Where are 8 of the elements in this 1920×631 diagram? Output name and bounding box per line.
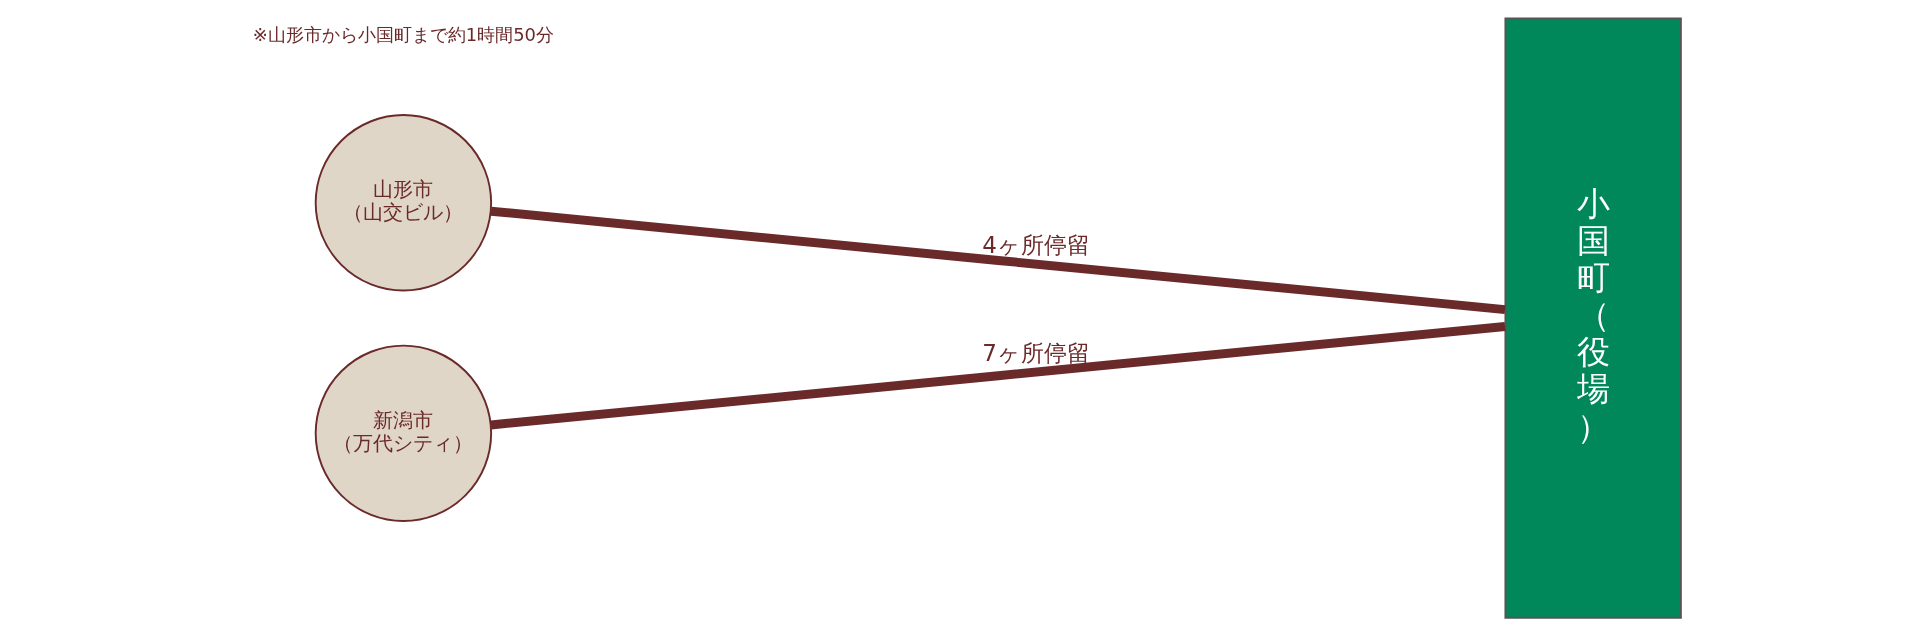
node-box: 小国町（役場） [1503, 17, 1682, 619]
connector [490, 322, 1505, 430]
node-circle: 新潟市 （万代シティ） [314, 344, 492, 522]
edge-label: 4ヶ所停留 [981, 232, 1090, 259]
edge-label: 7ヶ所停留 [981, 339, 1090, 366]
connector [490, 206, 1505, 315]
node-circle: 山形市 （山交ビル） [314, 114, 492, 292]
node-label: ※山形市から小国町まで約1時間50分 [252, 24, 554, 46]
